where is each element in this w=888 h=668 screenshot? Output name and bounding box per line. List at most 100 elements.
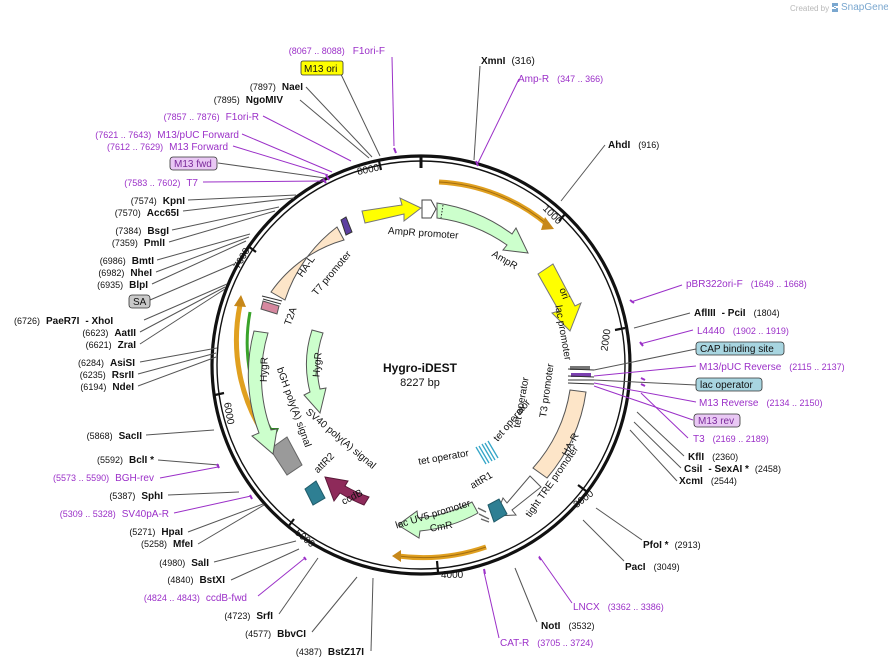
hygr-inner-arrow — [303, 329, 327, 415]
tick-8000: 8000 — [356, 162, 380, 177]
sa-tag — [128, 294, 151, 309]
site-hpai: (5271)HpaI — [129, 527, 183, 538]
ha-r-block — [532, 389, 587, 479]
promoter-yellow-arrow — [361, 197, 422, 224]
label-ori: ori — [556, 287, 570, 301]
label-ampr: AmpR — [490, 249, 520, 272]
primer-m13-puc-forward: (7621 .. 7643)M13/pUC Forward — [95, 130, 239, 141]
m13-rev-tag — [693, 413, 741, 428]
label-attr1: attR1 — [468, 470, 495, 492]
site-sali: (4980)SalI — [159, 558, 209, 569]
site-nhei: (6982)NheI — [98, 268, 152, 279]
attr1-arrow — [487, 498, 508, 523]
attr1-site-marks — [477, 507, 490, 523]
site-ngomiv: (7895)NgoMIV — [214, 95, 284, 106]
credit-created-by: Created by — [790, 4, 830, 13]
primer-ccdb-fwd: (4824 .. 4843)ccdB-fwd — [144, 593, 247, 604]
label-t2a: T2A — [283, 306, 300, 327]
label-sv40-polya: SV40 poly(A) signal — [303, 407, 377, 472]
primer-t7: (7583 .. 7602)T7 — [124, 178, 198, 189]
m13-ori-label: M13 ori — [304, 64, 337, 75]
tick-4000: 4000 — [441, 570, 464, 581]
site-xcmi: XcmI(2544) — [679, 476, 737, 487]
primer-t3: T3(2169 .. 2189) — [693, 434, 769, 445]
label-hygr-inner: HygR — [311, 352, 324, 378]
primer-lncx: LNCX(3362 .. 3386) — [573, 602, 664, 613]
t7-site-mark — [340, 216, 353, 236]
cap-binding-site-label: CAP binding site — [700, 344, 774, 355]
m13-fwd-tag — [169, 156, 218, 171]
ampr-arrow — [436, 202, 529, 254]
cmr-arrow — [397, 501, 479, 539]
tick-2000: 2000 — [599, 328, 613, 352]
site-zrai: (6621)ZraI — [86, 340, 137, 351]
label-cmr: CmR — [429, 520, 453, 535]
cmr-outer-arc-head — [392, 550, 401, 562]
lac-operator-box — [571, 373, 591, 377]
m13-fwd-label: M13 fwd — [174, 159, 212, 170]
site-paci: PacI(3049) — [625, 562, 680, 573]
tick-5000: 5000 — [292, 527, 316, 550]
label-ha-l: HA-L — [296, 254, 318, 279]
ha-l-block — [270, 226, 345, 301]
scale-ticks — [214, 160, 626, 573]
tight-tre-arrow — [495, 475, 542, 517]
label-t7-promoter: T7 promoter — [310, 249, 354, 298]
site-pmli: (7359)PmlI — [112, 238, 165, 249]
primer-m13-forward: (7612 .. 7629)M13 Forward — [107, 142, 228, 153]
site-acc65i: (7570)Acc65I — [115, 208, 179, 219]
site-aatii: (6623)AatII — [82, 328, 136, 339]
label-hygr-outer: HygR — [259, 357, 271, 382]
site-afliii-pcii: AflIII- PciI(1804) — [694, 308, 780, 319]
t2a-box — [260, 300, 280, 315]
ori-arrow — [537, 263, 582, 332]
site-paer7i-xhoi: (6726)PaeR7I- XhoI — [14, 316, 113, 327]
ccdb-arrow — [324, 476, 370, 506]
primer-sv40pa-r: (5309 .. 5328)SV40pA-R — [60, 509, 169, 520]
site-bbvci: (4577)BbvCI — [245, 629, 306, 640]
cap-site-box — [570, 366, 590, 370]
site-bstz17i: (4387)BstZ17I — [296, 647, 364, 658]
site-bmti: (6986)BmtI — [100, 256, 154, 267]
site-bsgi: (7384)BsgI — [115, 226, 169, 237]
credit-brand: SnapGene — [841, 2, 888, 13]
site-ahdi: AhdI(916) — [608, 140, 659, 151]
site-mfei: (5258)MfeI — [141, 539, 193, 550]
cap-binding-site-tag — [695, 341, 785, 356]
tet-operator-hatch — [475, 440, 499, 465]
tick-6000: 6000 — [221, 402, 236, 426]
site-ndei: (6194)NdeI — [80, 382, 134, 393]
ampr-outer-arc-head — [541, 217, 554, 230]
primer-m13-reverse: M13 Reverse(2134 .. 2150) — [699, 398, 823, 409]
plasmid-name: Hygro-iDEST — [383, 361, 458, 375]
site-pfoi: PfoI *(2913) — [643, 540, 701, 551]
m13-ori-tag — [300, 60, 344, 76]
cmr-outer-arc — [397, 544, 487, 561]
site-csii-sexai: CsiI- SexAI *(2458) — [684, 464, 781, 475]
sa-label: SA — [133, 297, 147, 308]
sv40-polya-block — [269, 436, 303, 476]
label-ampr-promoter: AmpR promoter — [388, 226, 460, 242]
m13-rev-label: M13 rev — [698, 416, 734, 427]
hygr-arrow — [247, 330, 278, 455]
primer-cat-r: CAT-R(3705 .. 3724) — [500, 638, 593, 649]
site-xmni: XmnI(316) — [481, 56, 535, 67]
label-attr2: attR2 — [312, 451, 337, 476]
lac-operator-tag — [695, 377, 763, 392]
site-noti: NotI(3532) — [541, 621, 594, 632]
primer-amp-r: Amp-R(347 .. 366) — [518, 74, 603, 85]
site-kpni: (7574)KpnI — [131, 196, 185, 207]
site-naei: (7897)NaeI — [250, 82, 303, 93]
primer-bgh-rev: (5573 .. 5590)BGH-rev — [53, 473, 154, 484]
primer-f1ori-r: (7857 .. 7876)F1ori-R — [164, 112, 259, 123]
lac-operator-label: lac operator — [700, 380, 753, 391]
site-bcli: (5592)BclI * — [97, 455, 154, 466]
label-t3-promoter: T3 promoter — [538, 362, 557, 418]
site-bstxi: (4840)BstXI — [167, 575, 225, 586]
site-srfi: (4723)SrfI — [224, 611, 273, 622]
primer-pbr322ori-f: pBR322ori-F(1649 .. 1668) — [686, 279, 807, 290]
site-asisi: (6284)AsiSI — [78, 358, 135, 369]
leader-lines-left — [137, 56, 395, 652]
snapgene-logo-icon — [832, 3, 838, 12]
site-sacii: (5868)SacII — [87, 431, 143, 442]
